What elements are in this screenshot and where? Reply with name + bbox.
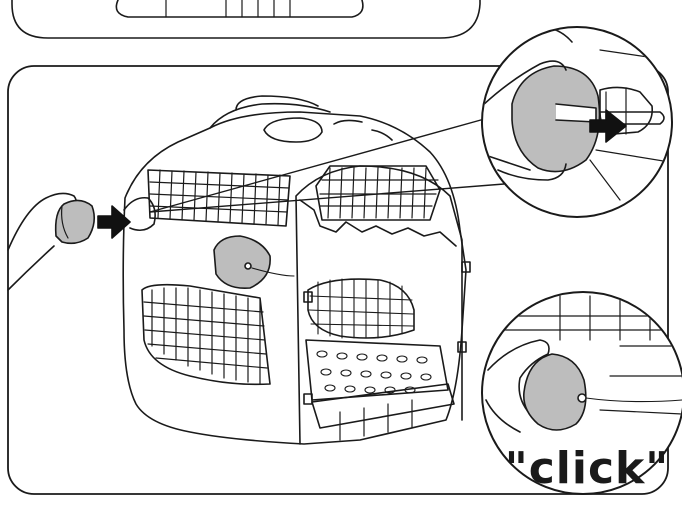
main-panel — [7, 65, 669, 495]
callout-leader — [149, 117, 505, 213]
top-panel — [11, 0, 481, 39]
pet-carrier — [122, 95, 471, 445]
left-hand — [7, 192, 96, 291]
click-callout-label: "click" — [504, 443, 670, 494]
floor-holes — [316, 350, 432, 394]
arrow-right-icon — [97, 205, 131, 239]
zoom-callout-top — [481, 26, 673, 218]
zoom-callout-bottom — [481, 291, 682, 495]
arrow-right-icon — [589, 109, 627, 143]
